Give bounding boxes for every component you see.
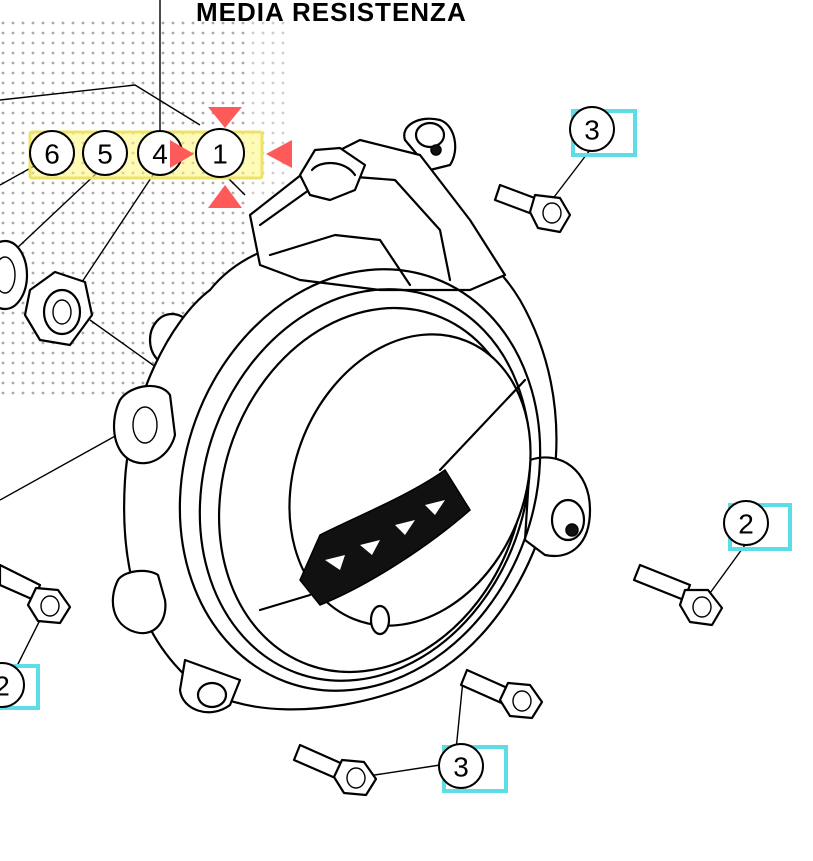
arrow-left-icon: [266, 140, 292, 168]
svg-text:6: 6: [44, 139, 60, 170]
callout-1[interactable]: 1: [195, 128, 245, 178]
bolt-left: [0, 563, 72, 625]
generator-cover: [111, 117, 592, 714]
nut-part: [23, 270, 94, 347]
bolt-bottom: [292, 743, 378, 797]
callout-2-left[interactable]: 2: [0, 662, 40, 710]
callout-3-bottom[interactable]: 3: [438, 743, 508, 793]
bolt-bottom-center: [459, 668, 544, 720]
callout-2-right[interactable]: 2: [723, 500, 792, 551]
svg-text:2: 2: [0, 671, 10, 702]
svg-text:3: 3: [453, 752, 469, 783]
svg-text:3: 3: [584, 115, 600, 146]
arrow-right-icon: [170, 140, 194, 168]
arrow-down-icon: [208, 107, 242, 128]
callout-6[interactable]: 6: [29, 130, 75, 176]
bolt-right: [632, 563, 724, 627]
svg-text:1: 1: [212, 139, 228, 170]
callout-3-top[interactable]: 3: [569, 106, 637, 157]
svg-text:5: 5: [97, 139, 113, 170]
arrow-up-icon: [208, 185, 242, 208]
svg-text:2: 2: [738, 509, 754, 540]
selection-arrows: [170, 107, 292, 208]
washer-part: [0, 239, 29, 311]
bolt-top-right: [493, 183, 572, 234]
svg-text:4: 4: [152, 139, 168, 170]
callout-5[interactable]: 5: [82, 130, 128, 176]
diagram-title: MEDIA RESISTENZA: [196, 0, 467, 27]
